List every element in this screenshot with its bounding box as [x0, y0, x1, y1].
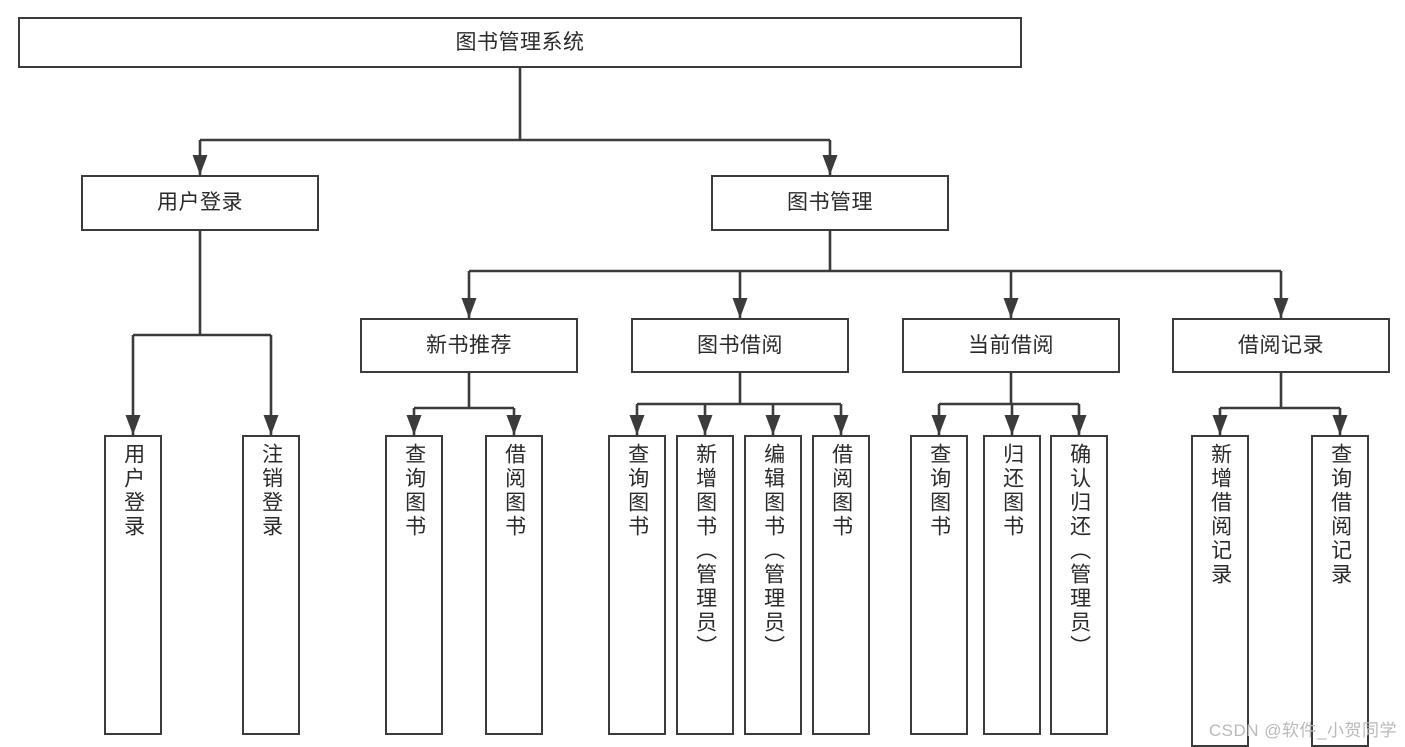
node-leaf-br-add[interactable]: 新增借阅记录	[1191, 435, 1249, 747]
arrowhead-bus-current-borrow-939	[931, 415, 947, 435]
arrowhead-bus-book-borrow-841	[833, 415, 849, 435]
arrowhead-bus-book-manage-1011	[1003, 298, 1019, 318]
node-label-leaf-rec-borrow: 借阅图书	[502, 443, 526, 539]
node-leaf-bb-borrow[interactable]: 借阅图书	[812, 435, 870, 735]
arrowhead-bus-user-login-271	[263, 415, 279, 435]
arrowhead-bus-root-200	[192, 155, 208, 175]
node-new-book-rec[interactable]: 新书推荐	[360, 318, 578, 373]
node-label-borrow-record: 借阅记录	[1238, 333, 1324, 357]
node-leaf-user-logout[interactable]: 注销登录	[242, 435, 300, 735]
arrowhead-bus-book-manage-469	[461, 298, 477, 318]
node-label-leaf-bb-add: 新增图书（管理员）	[693, 443, 717, 659]
arrowhead-bus-current-borrow-1079	[1071, 415, 1087, 435]
node-leaf-cb-return[interactable]: 归还图书	[983, 435, 1041, 735]
node-leaf-rec-borrow[interactable]: 借阅图书	[485, 435, 543, 735]
node-label-leaf-br-add: 新增借阅记录	[1208, 443, 1232, 587]
node-leaf-bb-edit[interactable]: 编辑图书（管理员）	[744, 435, 802, 735]
node-label-leaf-bb-query: 查询图书	[625, 443, 649, 539]
node-label-leaf-bb-edit: 编辑图书（管理员）	[761, 443, 785, 659]
arrowhead-bus-user-login-133	[125, 415, 141, 435]
node-leaf-rec-query[interactable]: 查询图书	[385, 435, 443, 735]
arrowhead-bus-new-book-rec-414	[406, 415, 422, 435]
node-label-leaf-cb-return: 归还图书	[1000, 443, 1024, 539]
node-label-leaf-rec-query: 查询图书	[402, 443, 426, 539]
node-leaf-cb-confirm[interactable]: 确认归还（管理员）	[1050, 435, 1108, 735]
watermark-label: CSDN @软件_小贺同学	[1208, 721, 1397, 740]
arrowhead-bus-root-830	[822, 155, 838, 175]
node-leaf-bb-add[interactable]: 新增图书（管理员）	[676, 435, 734, 735]
node-label-leaf-user-login: 用户登录	[121, 443, 145, 539]
node-book-manage[interactable]: 图书管理	[711, 175, 949, 231]
node-label-leaf-cb-query: 查询图书	[927, 443, 951, 539]
node-label-new-book-rec: 新书推荐	[426, 333, 512, 357]
arrowhead-bus-new-book-rec-514	[506, 415, 522, 435]
node-leaf-cb-query[interactable]: 查询图书	[910, 435, 968, 735]
node-label-leaf-cb-confirm: 确认归还（管理员）	[1067, 443, 1091, 659]
arrowhead-bus-book-borrow-705	[697, 415, 713, 435]
node-borrow-record[interactable]: 借阅记录	[1172, 318, 1390, 373]
arrowhead-bus-borrow-record-1220	[1212, 415, 1228, 435]
node-label-book-manage: 图书管理	[787, 191, 873, 215]
node-book-borrow[interactable]: 图书借阅	[631, 318, 849, 373]
node-label-leaf-br-query: 查询借阅记录	[1328, 443, 1352, 587]
node-label-leaf-bb-borrow: 借阅图书	[829, 443, 853, 539]
arrowhead-bus-book-borrow-773	[765, 415, 781, 435]
node-label-current-borrow: 当前借阅	[968, 333, 1054, 357]
node-label-book-borrow: 图书借阅	[697, 333, 783, 357]
arrowhead-bus-book-manage-740	[732, 298, 748, 318]
arrowhead-bus-book-manage-1281	[1273, 298, 1289, 318]
node-label-root: 图书管理系统	[455, 30, 585, 54]
node-root[interactable]: 图书管理系统	[18, 17, 1022, 68]
arrowhead-bus-borrow-record-1340	[1332, 415, 1348, 435]
node-user-login[interactable]: 用户登录	[81, 175, 319, 231]
arrowhead-bus-book-borrow-637	[629, 415, 645, 435]
node-leaf-bb-query[interactable]: 查询图书	[608, 435, 666, 735]
arrowhead-bus-current-borrow-1012	[1004, 415, 1020, 435]
node-leaf-user-login[interactable]: 用户登录	[104, 435, 162, 735]
node-label-leaf-user-logout: 注销登录	[259, 443, 283, 539]
node-leaf-br-query[interactable]: 查询借阅记录	[1311, 435, 1369, 747]
node-label-user-login: 用户登录	[157, 191, 243, 215]
node-current-borrow[interactable]: 当前借阅	[902, 318, 1120, 373]
